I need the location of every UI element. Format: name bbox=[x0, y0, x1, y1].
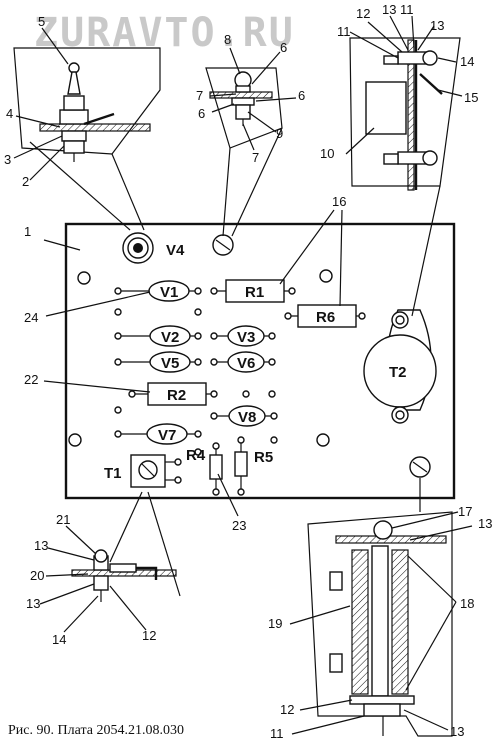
callout-9: 9 bbox=[276, 126, 283, 141]
callout-6-right: 6 bbox=[298, 88, 305, 103]
callout-11-bottom: 11 bbox=[270, 726, 284, 741]
callout-6-top: 6 bbox=[280, 40, 287, 55]
detail-long-screw-mount bbox=[307, 478, 453, 737]
callout-21: 21 bbox=[56, 512, 70, 527]
detail-t1-mount bbox=[71, 491, 181, 602]
callout-1: 1 bbox=[24, 224, 31, 239]
callout-17: 17 bbox=[458, 504, 472, 519]
label-v7: V7 bbox=[158, 427, 176, 444]
detail-v4-mount bbox=[13, 47, 161, 231]
watermark-text: ZURAVTO.RU bbox=[34, 10, 295, 56]
callout-20: 20 bbox=[30, 568, 44, 583]
callout-22: 22 bbox=[24, 372, 38, 387]
callout-14-bottom: 14 bbox=[52, 632, 66, 647]
label-r5: R5 bbox=[254, 449, 273, 466]
callout-15: 15 bbox=[464, 90, 478, 105]
label-v4: V4 bbox=[166, 242, 185, 259]
callout-16: 16 bbox=[332, 194, 346, 209]
label-v8: V8 bbox=[238, 409, 256, 426]
callout-13-bottom-right-bottom: 13 bbox=[450, 724, 464, 739]
callout-23: 23 bbox=[232, 518, 246, 533]
callout-13-top-right: 13 bbox=[430, 18, 444, 33]
callout-19: 19 bbox=[268, 616, 282, 631]
transistor-t2 bbox=[363, 309, 437, 424]
callout-7-bottom: 7 bbox=[252, 150, 259, 165]
label-r6: R6 bbox=[316, 309, 335, 326]
callout-3: 3 bbox=[4, 152, 11, 167]
figure-caption: Рис. 90. Плата 2054.21.08.030 bbox=[8, 723, 184, 738]
label-v2: V2 bbox=[161, 329, 179, 346]
label-v1: V1 bbox=[160, 284, 178, 301]
callout-12-top: 12 bbox=[356, 6, 370, 21]
label-t2: T2 bbox=[389, 364, 407, 381]
callout-13-bottom-left-upper: 13 bbox=[34, 538, 48, 553]
label-v5: V5 bbox=[161, 355, 179, 372]
leader-lines bbox=[13, 15, 473, 735]
callout-13-bottom-left-lower: 13 bbox=[26, 596, 40, 611]
callout-12-bottom-left: 12 bbox=[142, 628, 156, 643]
label-v3: V3 bbox=[237, 329, 255, 346]
callout-24: 24 bbox=[24, 310, 38, 325]
callout-13-top: 13 bbox=[382, 2, 396, 17]
detail-screw-mount bbox=[205, 67, 283, 237]
label-r4: R4 bbox=[186, 447, 206, 464]
callout-5: 5 bbox=[38, 14, 45, 29]
label-v6: V6 bbox=[237, 355, 255, 372]
callout-11-top-left: 11 bbox=[337, 24, 351, 39]
callout-11-top: 11 bbox=[400, 2, 414, 17]
detail-t2-mount bbox=[349, 37, 461, 317]
callout-14-top: 14 bbox=[460, 54, 474, 69]
callout-6-left: 6 bbox=[198, 106, 205, 121]
callout-4: 4 bbox=[6, 106, 13, 121]
label-t1: T1 bbox=[104, 465, 122, 482]
callout-13-bottom-right-top: 13 bbox=[478, 516, 492, 531]
callout-12-bottom-right: 12 bbox=[280, 702, 294, 717]
callout-18: 18 bbox=[460, 596, 474, 611]
callout-2: 2 bbox=[22, 174, 29, 189]
label-r2: R2 bbox=[167, 387, 186, 404]
label-r1: R1 bbox=[245, 284, 264, 301]
callout-10: 10 bbox=[320, 146, 334, 161]
callout-8: 8 bbox=[224, 32, 231, 47]
callout-7-left: 7 bbox=[196, 88, 203, 103]
